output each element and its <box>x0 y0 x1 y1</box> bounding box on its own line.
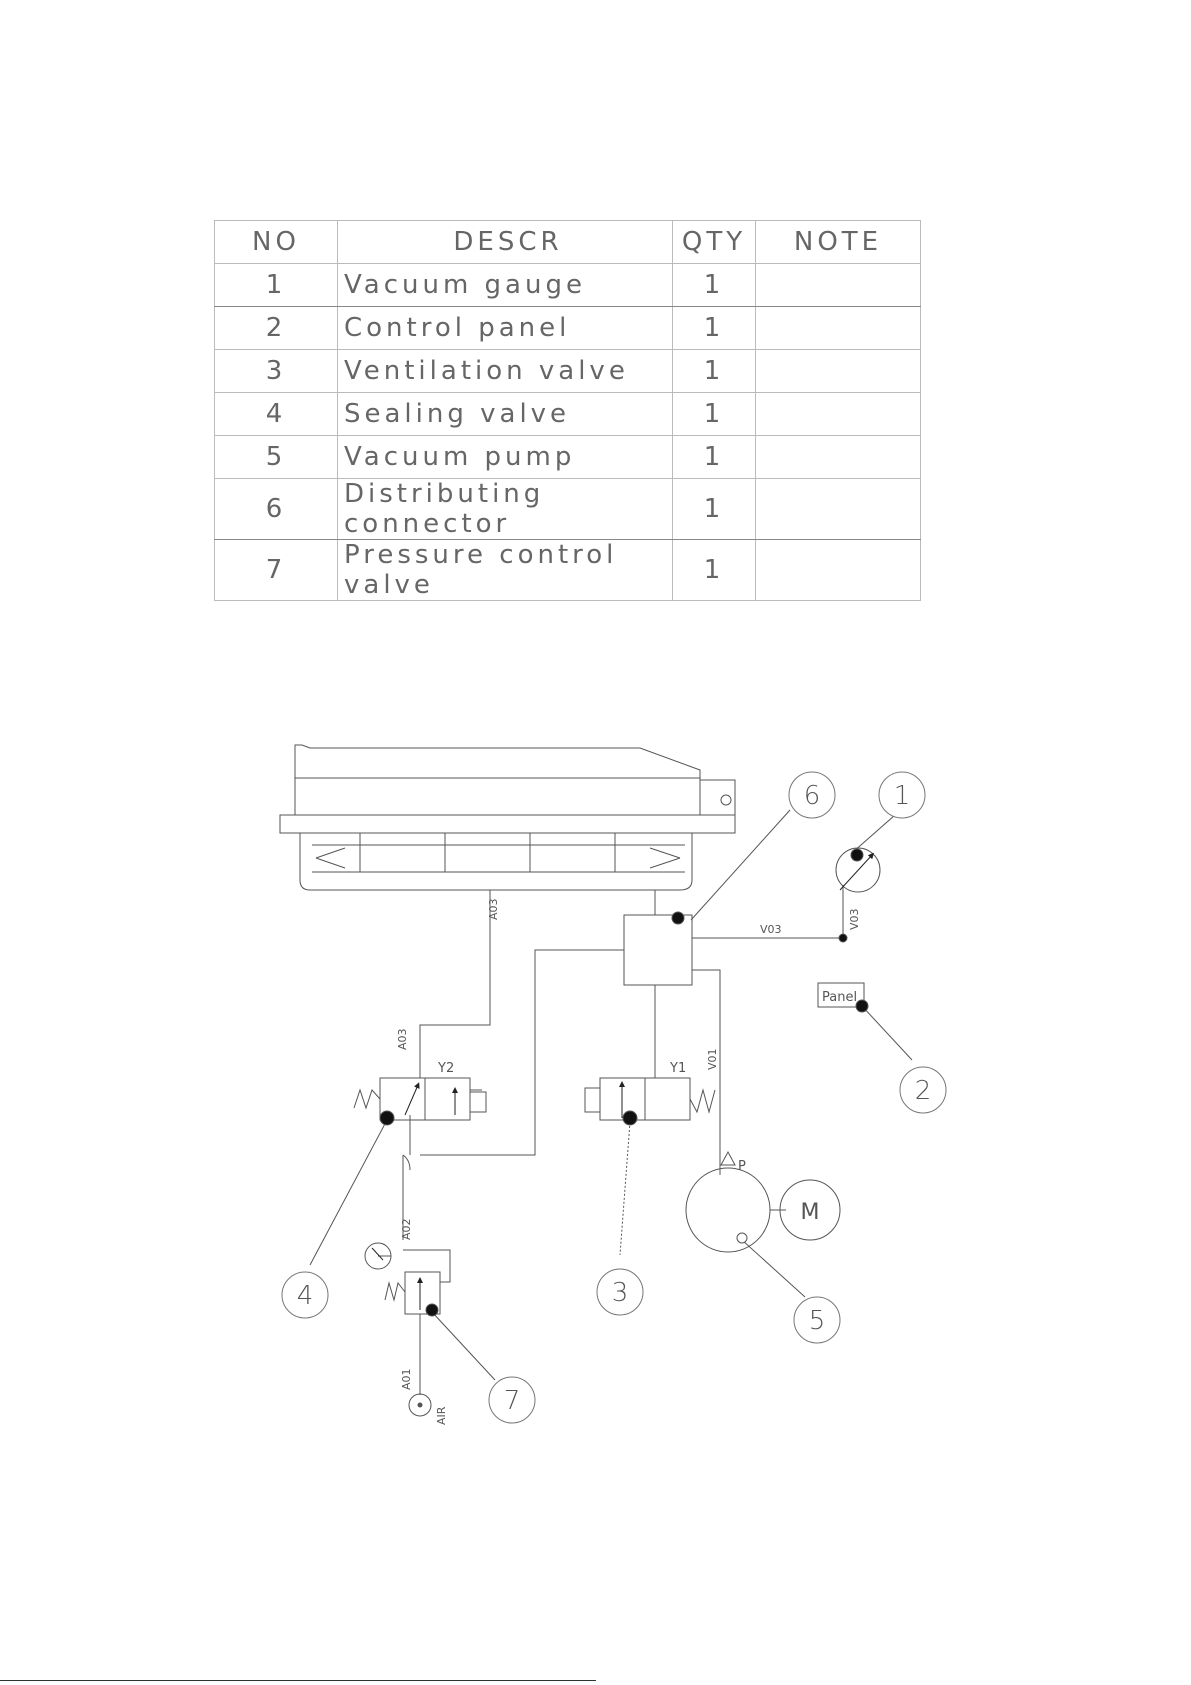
label-a02: A02 <box>400 1218 413 1240</box>
label-y2: Y2 <box>437 1061 454 1076</box>
label-panel: Panel <box>822 990 857 1005</box>
callout-4-label: 4 <box>297 1281 314 1311</box>
label-v03-vertical: V03 <box>848 908 861 930</box>
leader-5 <box>742 1240 805 1297</box>
leader-7 <box>432 1312 495 1380</box>
callout-1-label: 1 <box>894 781 911 811</box>
label-a03-lower: A03 <box>396 1028 409 1050</box>
leader-2 <box>862 1006 912 1060</box>
leader-1 <box>853 815 895 852</box>
callout-6-label: 6 <box>804 781 821 811</box>
valve-y1 <box>585 1078 715 1120</box>
callout-7-label: 7 <box>504 1386 521 1416</box>
label-a03-upper: A03 <box>487 898 500 920</box>
label-motor: M <box>801 1200 820 1225</box>
leader-3 <box>620 1122 630 1255</box>
callout-2-label: 2 <box>915 1076 932 1106</box>
vacuum-chamber <box>280 745 735 890</box>
valve-y2 <box>354 1078 486 1240</box>
label-v01: V01 <box>706 1048 719 1070</box>
page-footer-rule <box>0 1680 596 1681</box>
callout-3-label: 3 <box>612 1278 629 1308</box>
line-v01 <box>692 970 720 1175</box>
label-a01: A01 <box>400 1368 413 1390</box>
label-v03-horizontal: V03 <box>760 923 782 936</box>
line-a03 <box>420 890 490 1078</box>
callout-5-label: 5 <box>809 1306 826 1336</box>
label-air: AIR <box>435 1406 448 1425</box>
distributing-connector <box>624 915 692 985</box>
line-block-to-y2 <box>420 950 624 1155</box>
label-pump-port: P <box>738 1159 746 1174</box>
label-y1: Y1 <box>669 1061 686 1076</box>
